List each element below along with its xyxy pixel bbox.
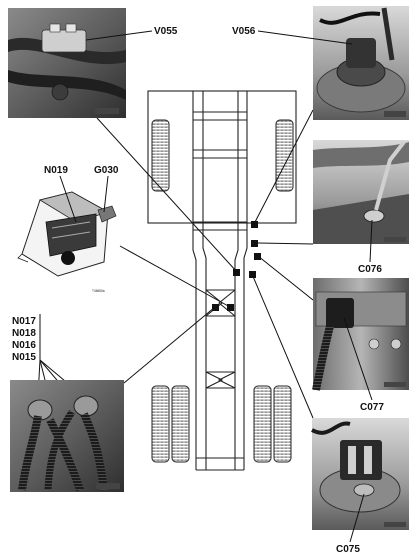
label-c076: C076 [358,264,382,275]
tank-surface [313,194,409,244]
marker-c077 [254,253,261,260]
label-n015: N015 [12,352,36,363]
photo-v056 [313,6,409,120]
pump-body [346,38,376,68]
x-brace-rear-bars [206,371,235,389]
leader-c077-label [343,317,373,401]
sender-terminal [348,446,356,474]
label-v056: V056 [232,26,256,37]
leader-v055-label [85,30,153,41]
bolt-2 [390,338,402,350]
marker-v055 [233,269,240,276]
label-v055: V055 [154,26,178,37]
leader-n019-label [59,175,77,223]
marker-v056 [251,221,258,228]
photo-c077 [312,278,409,391]
right-rail-outer [243,91,248,470]
label-c077: C077 [360,402,384,413]
connector-c075 [353,483,375,497]
photo-caption-box [95,108,119,114]
harness-1 [18,415,42,491]
photo-caption-box [384,237,406,242]
sensor-wire [374,140,406,211]
sender-unit [340,440,382,480]
valve-cap [49,23,61,33]
cross-member-1 [193,111,247,121]
front-left-wheel [151,119,170,192]
rear-right-wheel-inner [253,385,272,463]
g030-bracket [97,205,117,223]
leader-c075 [251,273,314,419]
left-rail-outer [192,91,197,470]
photo-c076 [313,140,409,244]
x-brace-middle-bars [206,289,235,317]
rear-left-wheel-inner [171,385,190,463]
ground-point [61,251,75,265]
photo-caption-box [96,483,120,489]
marker-n015-n018 [212,304,219,311]
mount-foot [17,253,29,263]
valve-block [41,29,87,53]
photo-v055 [8,8,126,118]
harness-sheath [313,142,409,168]
leader-n015-n018 [123,306,216,384]
cab-outline [147,90,297,224]
leader-v056 [253,109,314,225]
x-brace-middle [205,289,236,317]
right-rail-inner [234,91,239,470]
connector-markers [212,221,261,311]
cross-member-3 [193,221,247,231]
bolt [368,338,380,350]
label-c075: C075 [336,544,360,555]
cable-bundle-lower [8,70,126,100]
connector-line-2 [51,231,91,239]
harness-c075 [311,421,351,435]
harness-wire [319,11,381,25]
photo-caption-box [384,522,406,527]
photo-caption-box [384,111,406,117]
leader-c076-label [369,219,373,263]
leader-c076 [257,242,314,245]
illustration-ref: T46650a [92,289,105,293]
connector-c076 [363,209,385,223]
leader-v056-label [257,30,353,45]
sender-terminal-2 [364,446,372,474]
rear-cross-member [196,457,244,471]
label-n019: N019 [44,165,68,176]
leader-n019 [119,245,231,308]
harness-2 [46,418,84,492]
leader-g030-label [103,175,109,213]
connector-c077 [326,298,354,328]
label-n017: N017 [12,316,36,327]
label-g030: G030 [94,165,119,176]
photo-c075 [311,418,409,530]
rear-right-wheel-outer [273,385,292,463]
leader-lines [96,109,314,419]
x-brace-rear [205,371,236,389]
photo-n015-n018 [10,380,124,492]
sensor-2 [73,395,99,417]
harness-3 [80,412,108,491]
front-right-wheel [275,119,294,192]
harness-c077 [312,325,334,391]
cross-member-2 [193,149,247,159]
valve-cap-2 [65,23,77,33]
marker-c076 [251,240,258,247]
fuel-line [381,7,395,61]
harness-4 [44,410,75,491]
connector-plug [51,83,69,101]
chassis-drawing [147,90,297,471]
leader-v055 [96,117,238,273]
rear-left-wheel-outer [151,385,170,463]
leader-c077 [257,255,314,301]
leader-c075-label [349,493,365,543]
photo-caption-box [384,382,406,387]
label-n018: N018 [12,328,36,339]
left-rail-inner [202,91,207,470]
marker-n019 [227,304,234,311]
illustration-n019-g030: T46650a [17,191,117,293]
connector-line [51,221,91,229]
label-n016: N016 [12,340,36,351]
